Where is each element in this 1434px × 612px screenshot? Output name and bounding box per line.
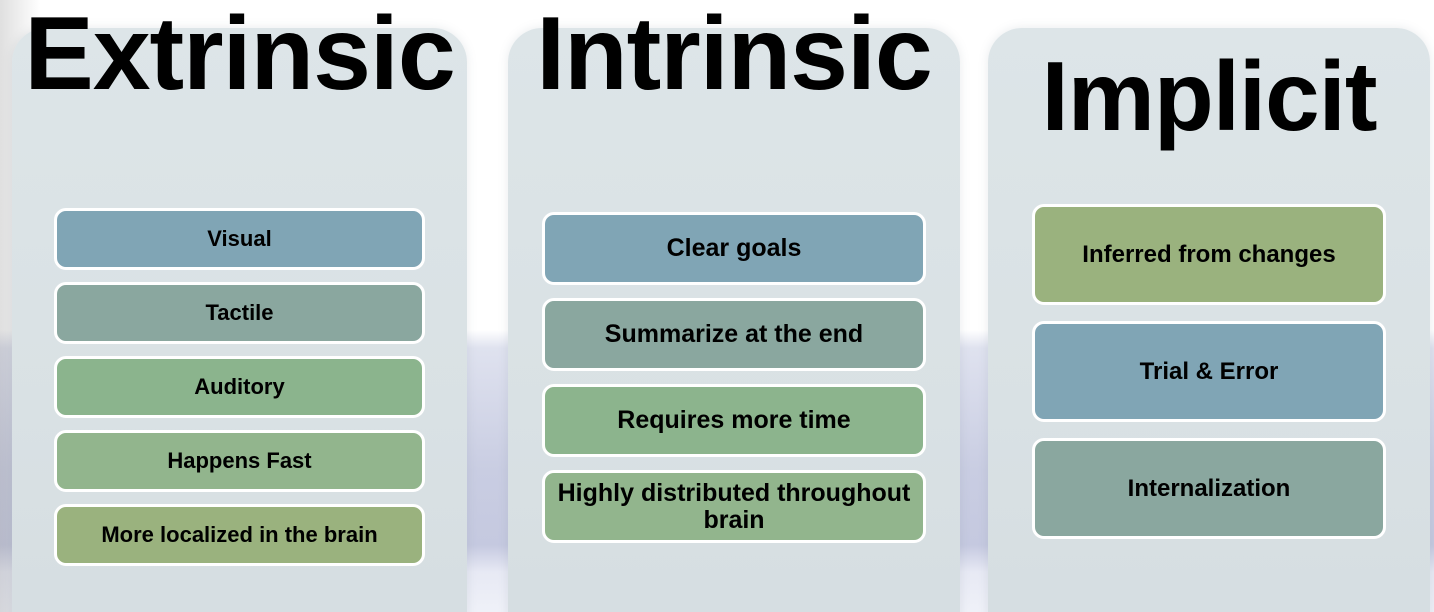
column-title-extrinsic: Extrinsic (24, 0, 455, 112)
column-title-implicit: Implicit (1041, 41, 1377, 151)
list-item: Clear goals (542, 212, 926, 285)
list-item: Auditory (54, 356, 425, 418)
column-panel-implicit: Implicit Inferred from changes Trial & E… (988, 28, 1430, 612)
column-title-intrinsic: Intrinsic (536, 0, 933, 112)
list-item: Highly distributed throughout brain (542, 470, 926, 543)
column-items-implicit: Inferred from changes Trial & Error Inte… (988, 204, 1430, 539)
list-item: Internalization (1032, 438, 1386, 539)
list-item: Visual (54, 208, 425, 270)
list-item: Requires more time (542, 384, 926, 457)
list-item: More localized in the brain (54, 504, 425, 566)
column-panel-intrinsic: Intrinsic Clear goals Summarize at the e… (508, 2, 960, 612)
list-item: Tactile (54, 282, 425, 344)
list-item: Inferred from changes (1032, 204, 1386, 305)
list-item: Trial & Error (1032, 321, 1386, 422)
column-items-intrinsic: Clear goals Summarize at the end Require… (508, 212, 960, 543)
column-panel-extrinsic: Extrinsic Visual Tactile Auditory Happen… (12, 2, 467, 612)
list-item: Happens Fast (54, 430, 425, 492)
list-item: Summarize at the end (542, 298, 926, 371)
column-items-extrinsic: Visual Tactile Auditory Happens Fast Mor… (12, 208, 467, 566)
